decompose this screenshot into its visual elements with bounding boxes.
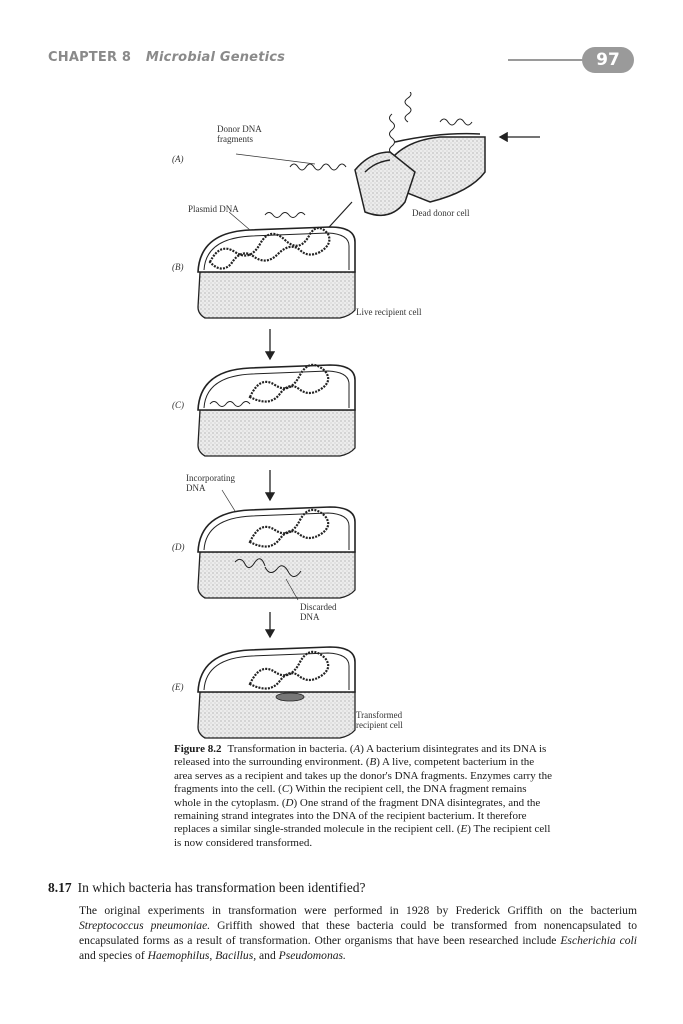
- panel-d-letter: (D): [172, 542, 185, 552]
- organism-name: Pseudomonas.: [278, 949, 346, 962]
- cell-c-dna-in-cytoplasm: [197, 363, 356, 457]
- page-number: 97: [582, 47, 634, 73]
- cell-d-strand-integration: [197, 506, 356, 599]
- leader-plasmid-dna: [228, 211, 251, 231]
- chapter-title: Microbial Genetics: [145, 50, 286, 65]
- caption-text: ) One strand of the fragment DNA disinte…: [174, 796, 541, 836]
- label-discarded-dna: Discarded DNA: [300, 602, 337, 622]
- question-number: 8.17: [48, 880, 72, 895]
- answer-text: and: [256, 949, 279, 962]
- organism-name: Streptococcus pneumoniae.: [79, 919, 211, 932]
- caption-panel-ref: A: [353, 743, 361, 755]
- leader-discarded-dna: [285, 578, 299, 601]
- organism-name: Escherichia coli: [560, 934, 637, 947]
- panel-e-letter: (E): [172, 682, 184, 692]
- label-transformed-recipient-cell: Transformed recipient cell: [356, 710, 403, 730]
- panel-b-letter: (B): [172, 262, 184, 272]
- panel-c-letter: (C): [172, 400, 184, 410]
- chapter-number: CHAPTER 8: [48, 50, 132, 65]
- figure-number: Figure 8.2: [174, 743, 222, 755]
- label-incorporating-dna: Incorporating DNA: [186, 473, 235, 493]
- label-live-recipient-cell: Live recipient cell: [356, 307, 422, 317]
- answer-text: Griffith showed that these bacteria coul…: [79, 919, 637, 947]
- caption-text: ) A bacterium disintegrates and its DNA …: [174, 743, 547, 769]
- question-heading: 8.17 In which bacteria has transformation…: [48, 880, 638, 896]
- question-text: In which bacteria has transformation bee…: [77, 880, 366, 895]
- header-rule: [508, 59, 594, 61]
- caption-text: ) The recipient cell is now considered t…: [174, 823, 551, 849]
- figure-transformation-diagram: Donor DNA fragments Plasmid DNA Dead don…: [140, 92, 560, 742]
- caption-text: ) Within the recipient cell, the DNA fra…: [174, 783, 527, 809]
- dead-donor-cell: [354, 132, 486, 217]
- caption-panel-ref: C: [281, 783, 290, 796]
- caption-panel-ref: B: [369, 756, 377, 769]
- caption-panel-ref: E: [460, 823, 468, 836]
- label-dead-donor-cell: Dead donor cell: [412, 208, 470, 218]
- organism-name: Haemophilus, Bacillus,: [147, 949, 257, 962]
- leader-donor-dna: [235, 153, 316, 165]
- label-plasmid-dna: Plasmid DNA: [188, 204, 239, 214]
- caption-text: ) A live, competent bacterium in the are…: [174, 756, 552, 796]
- figure-caption: Figure 8.2 Transformation in bacteria. (A…: [174, 743, 552, 850]
- label-donor-dna-fragments: Donor DNA fragments: [217, 124, 262, 144]
- transformation-illustration: [197, 92, 540, 739]
- caption-panel-ref: D: [285, 796, 294, 809]
- answer-text: and species of: [79, 949, 148, 962]
- donor-dna-fragments: [264, 92, 473, 218]
- answer-text: The original experiments in transformati…: [79, 904, 637, 917]
- running-header: CHAPTER 8 Microbial Genetics 97: [0, 0, 683, 80]
- caption-text: Transformation in bacteria. (: [227, 743, 354, 755]
- cell-e-transformed: [197, 646, 356, 739]
- panel-a-letter: (A): [172, 154, 184, 164]
- answer-paragraph: The original experiments in transformati…: [79, 903, 637, 963]
- cell-b-live-recipient: [197, 226, 356, 319]
- chapter-heading: CHAPTER 8 Microbial Genetics: [48, 50, 285, 65]
